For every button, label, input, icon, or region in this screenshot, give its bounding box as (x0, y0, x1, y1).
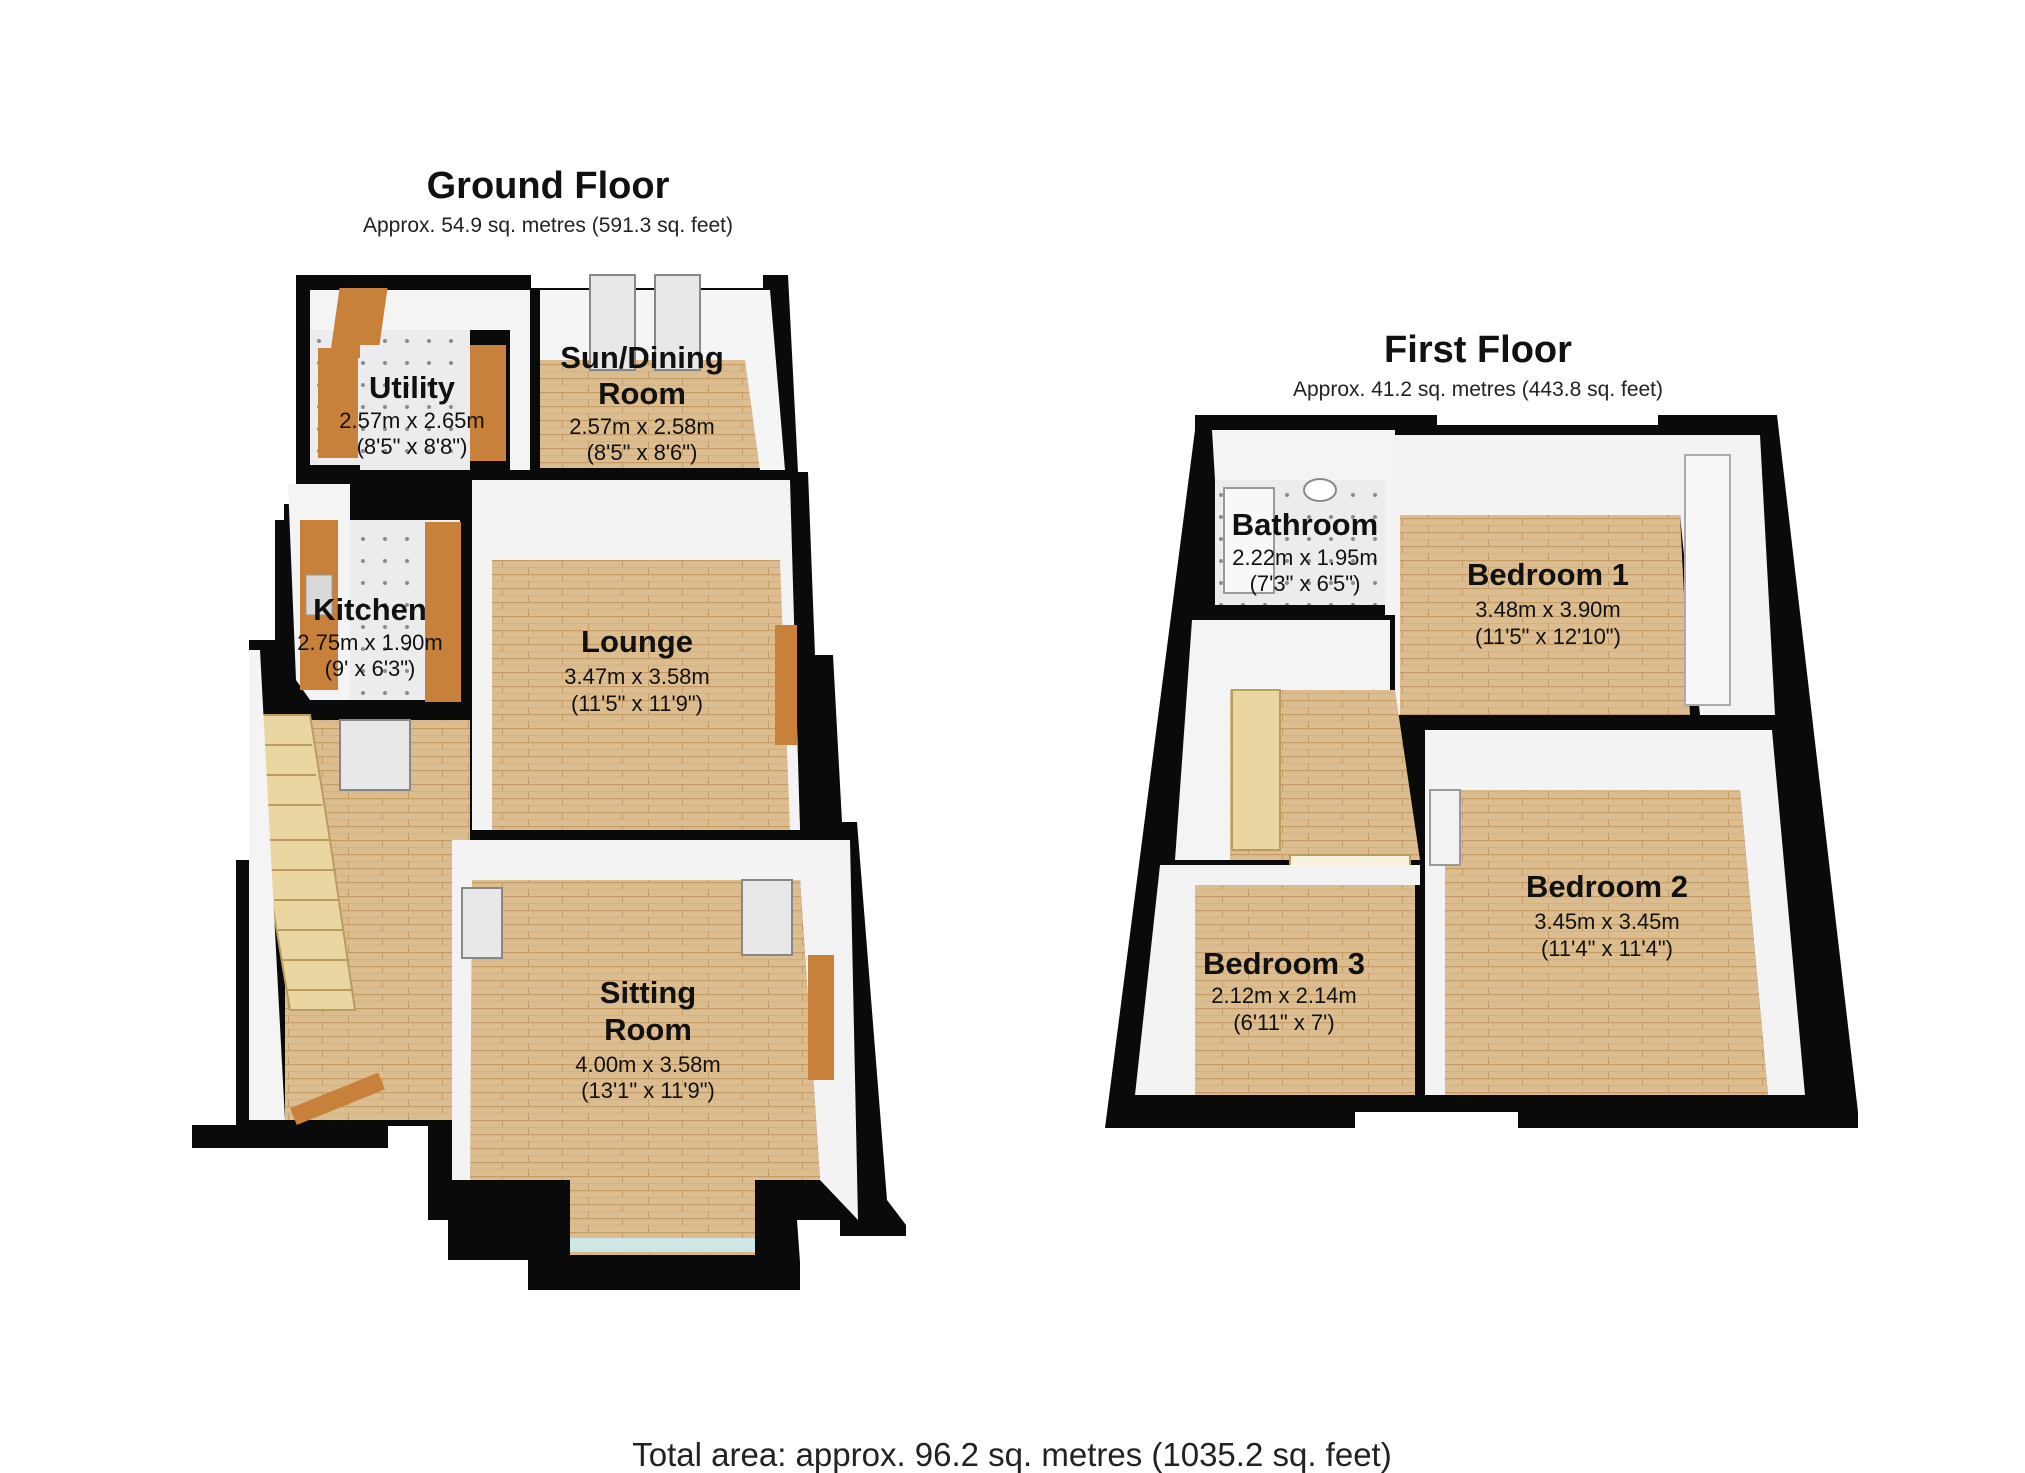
front-door (290, 1072, 385, 1125)
bedroom2-walls (1425, 730, 1805, 1095)
ground-floor-heading: Ground Floor Approx. 54.9 sq. metres (59… (363, 165, 733, 237)
bedroom3-floor (1195, 885, 1415, 1095)
sun-dining-name-2: Room (598, 376, 686, 411)
french-door-right (654, 274, 701, 371)
french-door-left (589, 274, 636, 371)
kitchen-sink (305, 574, 333, 616)
back-door (329, 288, 388, 358)
first-floor-title: First Floor (1384, 329, 1572, 371)
utility-name: Utility (369, 370, 456, 405)
bedroom2-floor (1445, 790, 1768, 1095)
landing-walls (1175, 620, 1390, 860)
room-label-sun-dining: Sun/Dining Room 2.57m x 2.58m (8'5" x 8'… (560, 340, 724, 465)
stair-treads (258, 744, 352, 991)
bedroom1-walls (1395, 435, 1775, 715)
bedroom1-name: Bedroom 1 (1467, 557, 1629, 592)
lounge-imperial: (11'5" x 11'9") (571, 691, 703, 716)
ground-floor-plan (192, 274, 906, 1290)
lounge-fireplace (775, 625, 797, 745)
hall-cupboard (339, 719, 411, 791)
sitting-cabinet (741, 879, 793, 956)
first-floor-heading: First Floor Approx. 41.2 sq. metres (443… (1293, 329, 1663, 401)
bathroom-metric: 2.22m x 1.95m (1232, 545, 1378, 570)
bedroom1-imperial: (11'5" x 12'10") (1475, 624, 1621, 649)
kitchen-imperial: (9' x 6'3") (325, 656, 416, 681)
utility-cabinet (318, 348, 358, 458)
room-label-utility: Utility 2.57m x 2.65m (8'5" x 8'8") (339, 370, 485, 459)
room-label-bedroom1: Bedroom 1 3.48m x 3.90m (11'5" x 12'10") (1467, 557, 1629, 649)
bedroom3-name: Bedroom 3 (1203, 946, 1365, 981)
landing-stairs (1231, 689, 1281, 851)
sitting-metric: 4.00m x 3.58m (575, 1052, 721, 1077)
sitting-imperial: (13'1" x 11'9") (581, 1078, 715, 1103)
room-label-bedroom3: Bedroom 3 2.12m x 2.14m (6'11" x 7') (1203, 946, 1365, 1035)
first-floor-area: Approx. 41.2 sq. metres (443.8 sq. feet) (1293, 378, 1663, 401)
bedroom3-imperial: (6'11" x 7') (1233, 1010, 1334, 1035)
sitting-room-floor (470, 880, 820, 1255)
utility-walls (310, 290, 530, 470)
bedroom1-wardrobe (1684, 454, 1731, 706)
ground-floor-area: Approx. 54.9 sq. metres (591.3 sq. feet) (363, 214, 733, 237)
bathroom-imperial: (7'3" x 6'5") (1250, 571, 1361, 596)
room-label-lounge: Lounge 3.47m x 3.58m (11'5" x 11'9") (564, 624, 710, 716)
room-label-bathroom: Bathroom 2.22m x 1.95m (7'3" x 6'5") (1232, 507, 1378, 596)
ground-floor-title: Ground Floor (427, 165, 670, 207)
bedroom3-metric: 2.12m x 2.14m (1211, 983, 1357, 1008)
sitting-name-1: Sitting (600, 975, 696, 1010)
sitting-door (461, 887, 503, 959)
bath-tub (1223, 487, 1275, 594)
room-label-sitting: Sitting Room 4.00m x 3.58m (13'1" x 11'9… (575, 975, 721, 1103)
bedroom1-floor (1400, 515, 1690, 715)
hall-side-wall (249, 650, 285, 1120)
sun-dining-imperial: (8'5" x 8'6") (587, 440, 698, 465)
bathroom-walls (1212, 430, 1395, 615)
hallway-floor (285, 720, 470, 1120)
utility-imperial: (8'5" x 8'8") (357, 434, 468, 459)
sitting-room-walls (452, 840, 858, 1220)
sitting-fireplace (808, 955, 834, 1080)
bedroom2-door (1429, 789, 1461, 866)
utility-floor-main (360, 345, 470, 470)
lounge-metric: 3.47m x 3.58m (564, 664, 710, 689)
bedroom2-imperial: (11'4" x 11'4") (1541, 936, 1673, 961)
kitchen-counter-right (425, 522, 461, 702)
bay-window (570, 1238, 755, 1252)
sitting-name-2: Room (604, 1012, 692, 1047)
wash-basin (1303, 478, 1337, 502)
bedroom3-walls (1135, 865, 1420, 1095)
bedroom2-name: Bedroom 2 (1526, 869, 1688, 904)
sun-dining-metric: 2.57m x 2.58m (569, 414, 715, 439)
room-label-kitchen: Kitchen 2.75m x 1.90m (9' x 6'3") (297, 592, 443, 681)
bedroom1-metric: 3.48m x 3.90m (1475, 597, 1621, 622)
lounge-walls (472, 480, 800, 830)
kitchen-name: Kitchen (313, 592, 427, 627)
first-floor-plan (1105, 415, 1858, 1128)
sun-dining-name-1: Sun/Dining (560, 340, 724, 375)
lounge-floor (490, 560, 800, 830)
utility-cabinet-right (470, 345, 506, 461)
lounge-name: Lounge (581, 624, 693, 659)
kitchen-metric: 2.75m x 1.90m (297, 630, 443, 655)
utility-metric: 2.57m x 2.65m (339, 408, 485, 433)
bedroom2-metric: 3.45m x 3.45m (1534, 909, 1680, 934)
bathroom-name: Bathroom (1232, 507, 1378, 542)
total-area: Total area: approx. 96.2 sq. metres (103… (632, 1436, 1391, 1473)
room-label-bedroom2: Bedroom 2 3.45m x 3.45m (11'4" x 11'4") (1526, 869, 1688, 961)
sun-dining-floor (540, 360, 775, 468)
